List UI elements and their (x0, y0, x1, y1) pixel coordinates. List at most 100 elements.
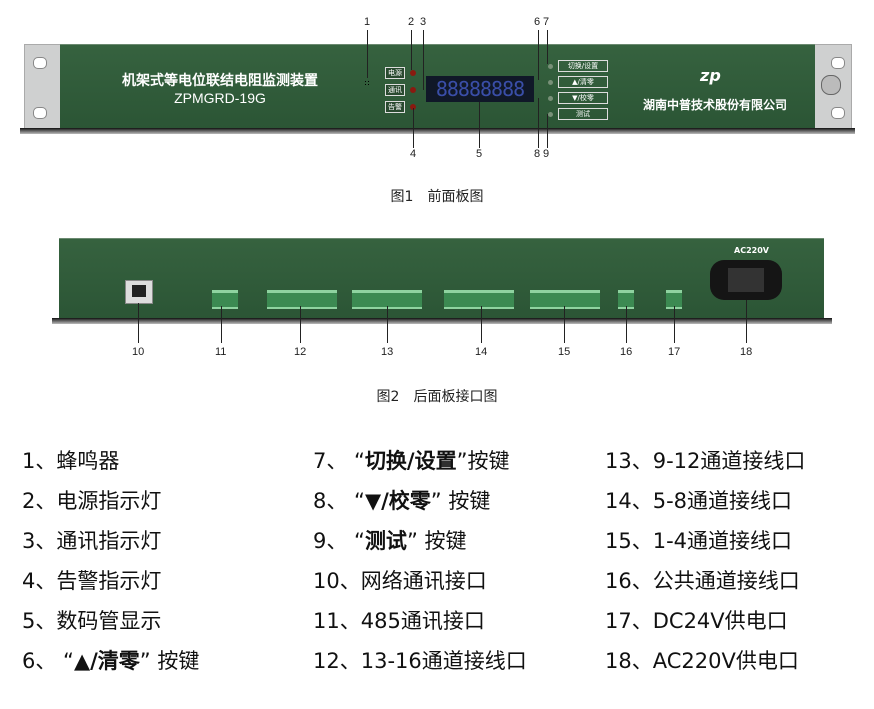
legend-number: 5、 (22, 609, 57, 633)
legend-item: 7、 “切换/设置”按键 (313, 445, 510, 475)
comm-led (410, 87, 416, 93)
callout-14: 14 (475, 346, 488, 358)
callout-10: 10 (132, 346, 145, 358)
legend-item: 15、1-4通道接线口 (605, 525, 792, 555)
legend-text: 485通讯接口 (360, 609, 485, 633)
legend-text: 电源指示灯 (56, 489, 162, 513)
legend-number: 14、 (605, 489, 653, 513)
legend-item: 1、蜂鸣器 (22, 445, 119, 475)
legend-item: 14、5-8通道接线口 (605, 485, 792, 515)
ac-power-socket[interactable] (710, 260, 782, 300)
legend-text: 13-16通道接线口 (360, 649, 527, 673)
legend-number: 13、 (605, 449, 653, 473)
legend-number: 15、 (605, 529, 653, 553)
legend-text: “ (347, 449, 365, 473)
legend-key-name: 切换/设置 (364, 449, 457, 473)
legend-text: ”按键 (456, 449, 510, 473)
callout-1: 1 (364, 16, 371, 28)
callout-7: 7 (543, 16, 550, 28)
legend-text: 告警指示灯 (56, 569, 162, 593)
callout-13: 13 (381, 346, 394, 358)
legend-text: ” 按键 (139, 649, 200, 673)
legend-text: 网络通讯接口 (360, 569, 487, 593)
callout-15: 15 (558, 346, 571, 358)
callout-11: 11 (215, 346, 227, 358)
legend-text: 9-12通道接线口 (652, 449, 806, 473)
legend-number: 17、 (605, 609, 653, 633)
legend-item: 18、AC220V供电口 (605, 645, 799, 675)
legend-key-name: ▼/校零 (364, 489, 431, 513)
legend-item: 12、13-16通道接线口 (313, 645, 527, 675)
legend-key-name: ▲/清零 (73, 649, 140, 673)
legend-item: 2、电源指示灯 (22, 485, 161, 515)
legend-text: ” 按键 (406, 529, 467, 553)
legend-number: 9、 (313, 529, 348, 553)
legend-text: 通讯指示灯 (56, 529, 162, 553)
terminal-ch1-4[interactable] (530, 290, 600, 309)
rs485-terminal[interactable] (212, 290, 238, 309)
legend-number: 1、 (22, 449, 57, 473)
legend-number: 2、 (22, 489, 57, 513)
legend-text: AC220V供电口 (652, 649, 799, 673)
test-button[interactable]: 测试 (558, 108, 608, 120)
callout-4: 4 (410, 148, 417, 160)
callout-6: 6 (534, 16, 541, 28)
company-name: 湖南中普技术股份有限公司 (642, 98, 787, 112)
led-label-alarm: 告警 (385, 101, 405, 113)
legend-number: 4、 (22, 569, 57, 593)
callout-16: 16 (620, 346, 633, 358)
legend-number: 6、 (22, 649, 57, 673)
company-logo: zp (700, 66, 721, 85)
legend-number: 10、 (313, 569, 361, 593)
legend-text: 数码管显示 (56, 609, 162, 633)
callout-9: 9 (543, 148, 550, 160)
legend-text: 5-8通道接线口 (652, 489, 793, 513)
legend-text: 蜂鸣器 (56, 449, 120, 473)
legend-number: 11、 (313, 609, 361, 633)
switch-set-button[interactable]: 切换/设置 (558, 60, 608, 72)
legend-item: 5、数码管显示 (22, 605, 161, 635)
callout-12: 12 (294, 346, 307, 358)
legend-item: 9、 “测试” 按键 (313, 525, 467, 555)
legend-text: 公共通道接线口 (652, 569, 800, 593)
legend-text: DC24V供电口 (652, 609, 788, 633)
callout-3: 3 (420, 16, 427, 28)
device-title: 机架式等电位联结电阻监测装置 (122, 73, 318, 89)
led-label-comm: 通讯 (385, 84, 405, 96)
alarm-led (410, 104, 416, 110)
up-clear-button[interactable]: ▲/清零 (558, 76, 608, 88)
left-rack-ear (24, 44, 64, 132)
legend-item: 3、通讯指示灯 (22, 525, 161, 555)
callout-8: 8 (534, 148, 541, 160)
callout-17: 17 (668, 346, 681, 358)
terminal-ch13-16[interactable] (267, 290, 337, 309)
legend-item: 4、告警指示灯 (22, 565, 161, 595)
callout-18: 18 (740, 346, 753, 358)
legend-item: 6、 “▲/清零” 按键 (22, 645, 199, 675)
legend-key-name: 测试 (364, 529, 407, 553)
down-zero-button[interactable]: ▼/校零 (558, 92, 608, 104)
legend-number: 8、 (313, 489, 348, 513)
legend-text: “ (347, 529, 365, 553)
legend-text: 1-4通道接线口 (652, 529, 793, 553)
figure-1-caption: 图1 前面板图 (390, 189, 484, 205)
buzzer-icon (364, 80, 370, 86)
ac220v-label: AC220V (734, 246, 769, 255)
digit-display: 88888888 (426, 76, 534, 102)
ethernet-port[interactable] (125, 280, 153, 304)
legend-text: ” 按键 (430, 489, 491, 513)
legend-number: 12、 (313, 649, 361, 673)
right-rack-ear (812, 44, 852, 132)
legend-number: 16、 (605, 569, 653, 593)
legend-number: 7、 (313, 449, 348, 473)
terminal-ch5-8[interactable] (444, 290, 514, 309)
legend-number: 18、 (605, 649, 653, 673)
legend-item: 11、485通讯接口 (313, 605, 485, 635)
screw-icon (821, 75, 841, 95)
legend-text: “ (347, 489, 365, 513)
callout-5: 5 (476, 148, 483, 160)
power-led (410, 70, 416, 76)
legend-text: “ (56, 649, 74, 673)
rear-face (59, 238, 824, 319)
legend-number: 3、 (22, 529, 57, 553)
